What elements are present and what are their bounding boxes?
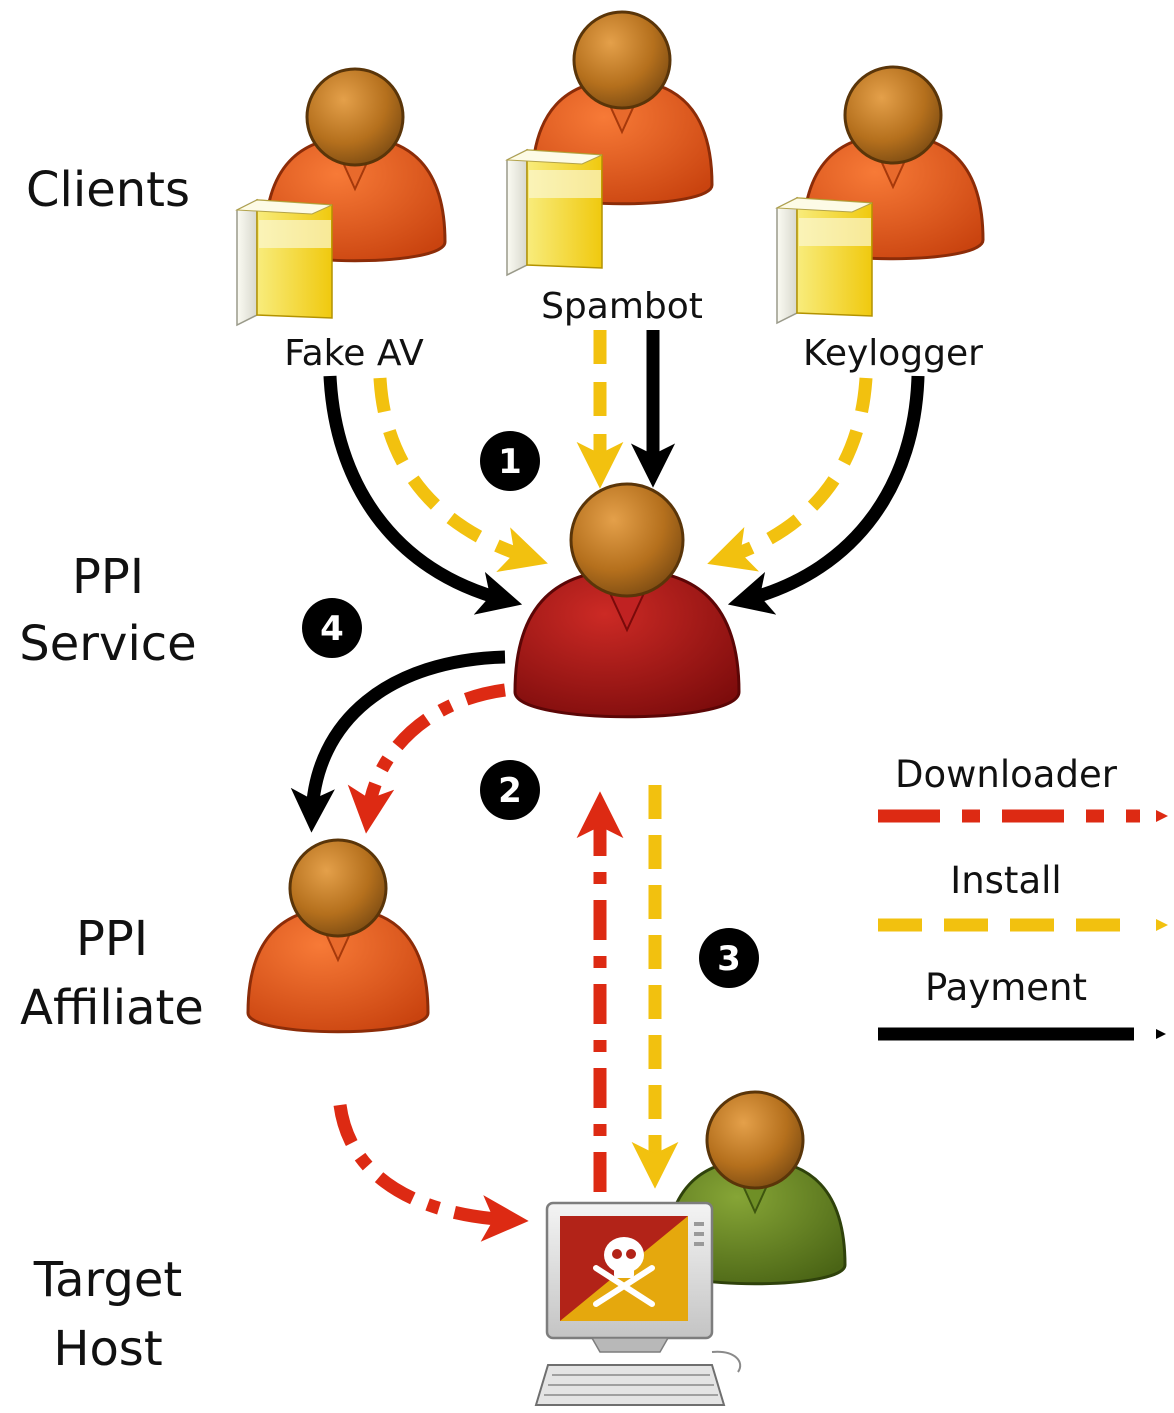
install-arrow-keylogger [707, 377, 873, 572]
row-label-ppi-affiliate-line2: Affiliate [20, 980, 204, 1036]
software-box-icon [505, 148, 603, 277]
legend-label-payment: Payment [925, 966, 1087, 1009]
row-label-target-host-line2: Host [53, 1321, 162, 1377]
step-number-2: 2 [498, 771, 522, 811]
payment-arrow-fake-av [323, 375, 523, 615]
step-badge-3: 3 [699, 928, 759, 988]
ppi-service-person-icon [513, 482, 741, 719]
step-number-3: 3 [717, 939, 741, 979]
install-arrow-fake-av [373, 377, 548, 572]
step-badge-4: 4 [302, 598, 362, 658]
row-label-ppi-service-line2: Service [19, 616, 196, 672]
legend-arrowhead-payment [1156, 1029, 1166, 1039]
legend-label-install: Install [950, 859, 1061, 902]
step-number-1: 1 [498, 442, 522, 482]
software-box-icon [775, 196, 873, 325]
legend-arrowhead-downloader [1156, 810, 1168, 822]
step-badge-2: 2 [480, 760, 540, 820]
step-number-4: 4 [320, 609, 344, 649]
software-box-icon [235, 198, 333, 327]
legend-arrowhead-install [1156, 919, 1168, 931]
downloader-arrow-service-to-affiliate [347, 683, 506, 834]
row-label-clients: Clients [26, 162, 190, 218]
legend-label-downloader: Downloader [895, 753, 1118, 796]
skull-crossbones-icon [593, 1237, 655, 1307]
client-fake-av [235, 67, 447, 327]
client-label-spambot: Spambot [541, 286, 703, 327]
step-badge-1: 1 [480, 431, 540, 491]
ppi-affiliate-person-icon [246, 838, 430, 1034]
row-label-target-host-line1: Target [33, 1252, 183, 1308]
legend: Downloader Install Payment [878, 753, 1168, 1041]
payment-arrow-service-to-affiliate [290, 650, 506, 833]
row-label-ppi-affiliate-line1: PPI [76, 911, 148, 967]
client-spambot [505, 10, 714, 277]
client-keylogger [775, 65, 985, 325]
client-label-keylogger: Keylogger [803, 333, 983, 374]
row-label-ppi-service-line1: PPI [72, 549, 144, 605]
downloader-arrow-affiliate-to-host [333, 1104, 529, 1242]
payment-arrow-keylogger [727, 375, 925, 615]
client-label-fake-av: Fake AV [284, 333, 424, 374]
infected-computer-icon [534, 1201, 742, 1406]
